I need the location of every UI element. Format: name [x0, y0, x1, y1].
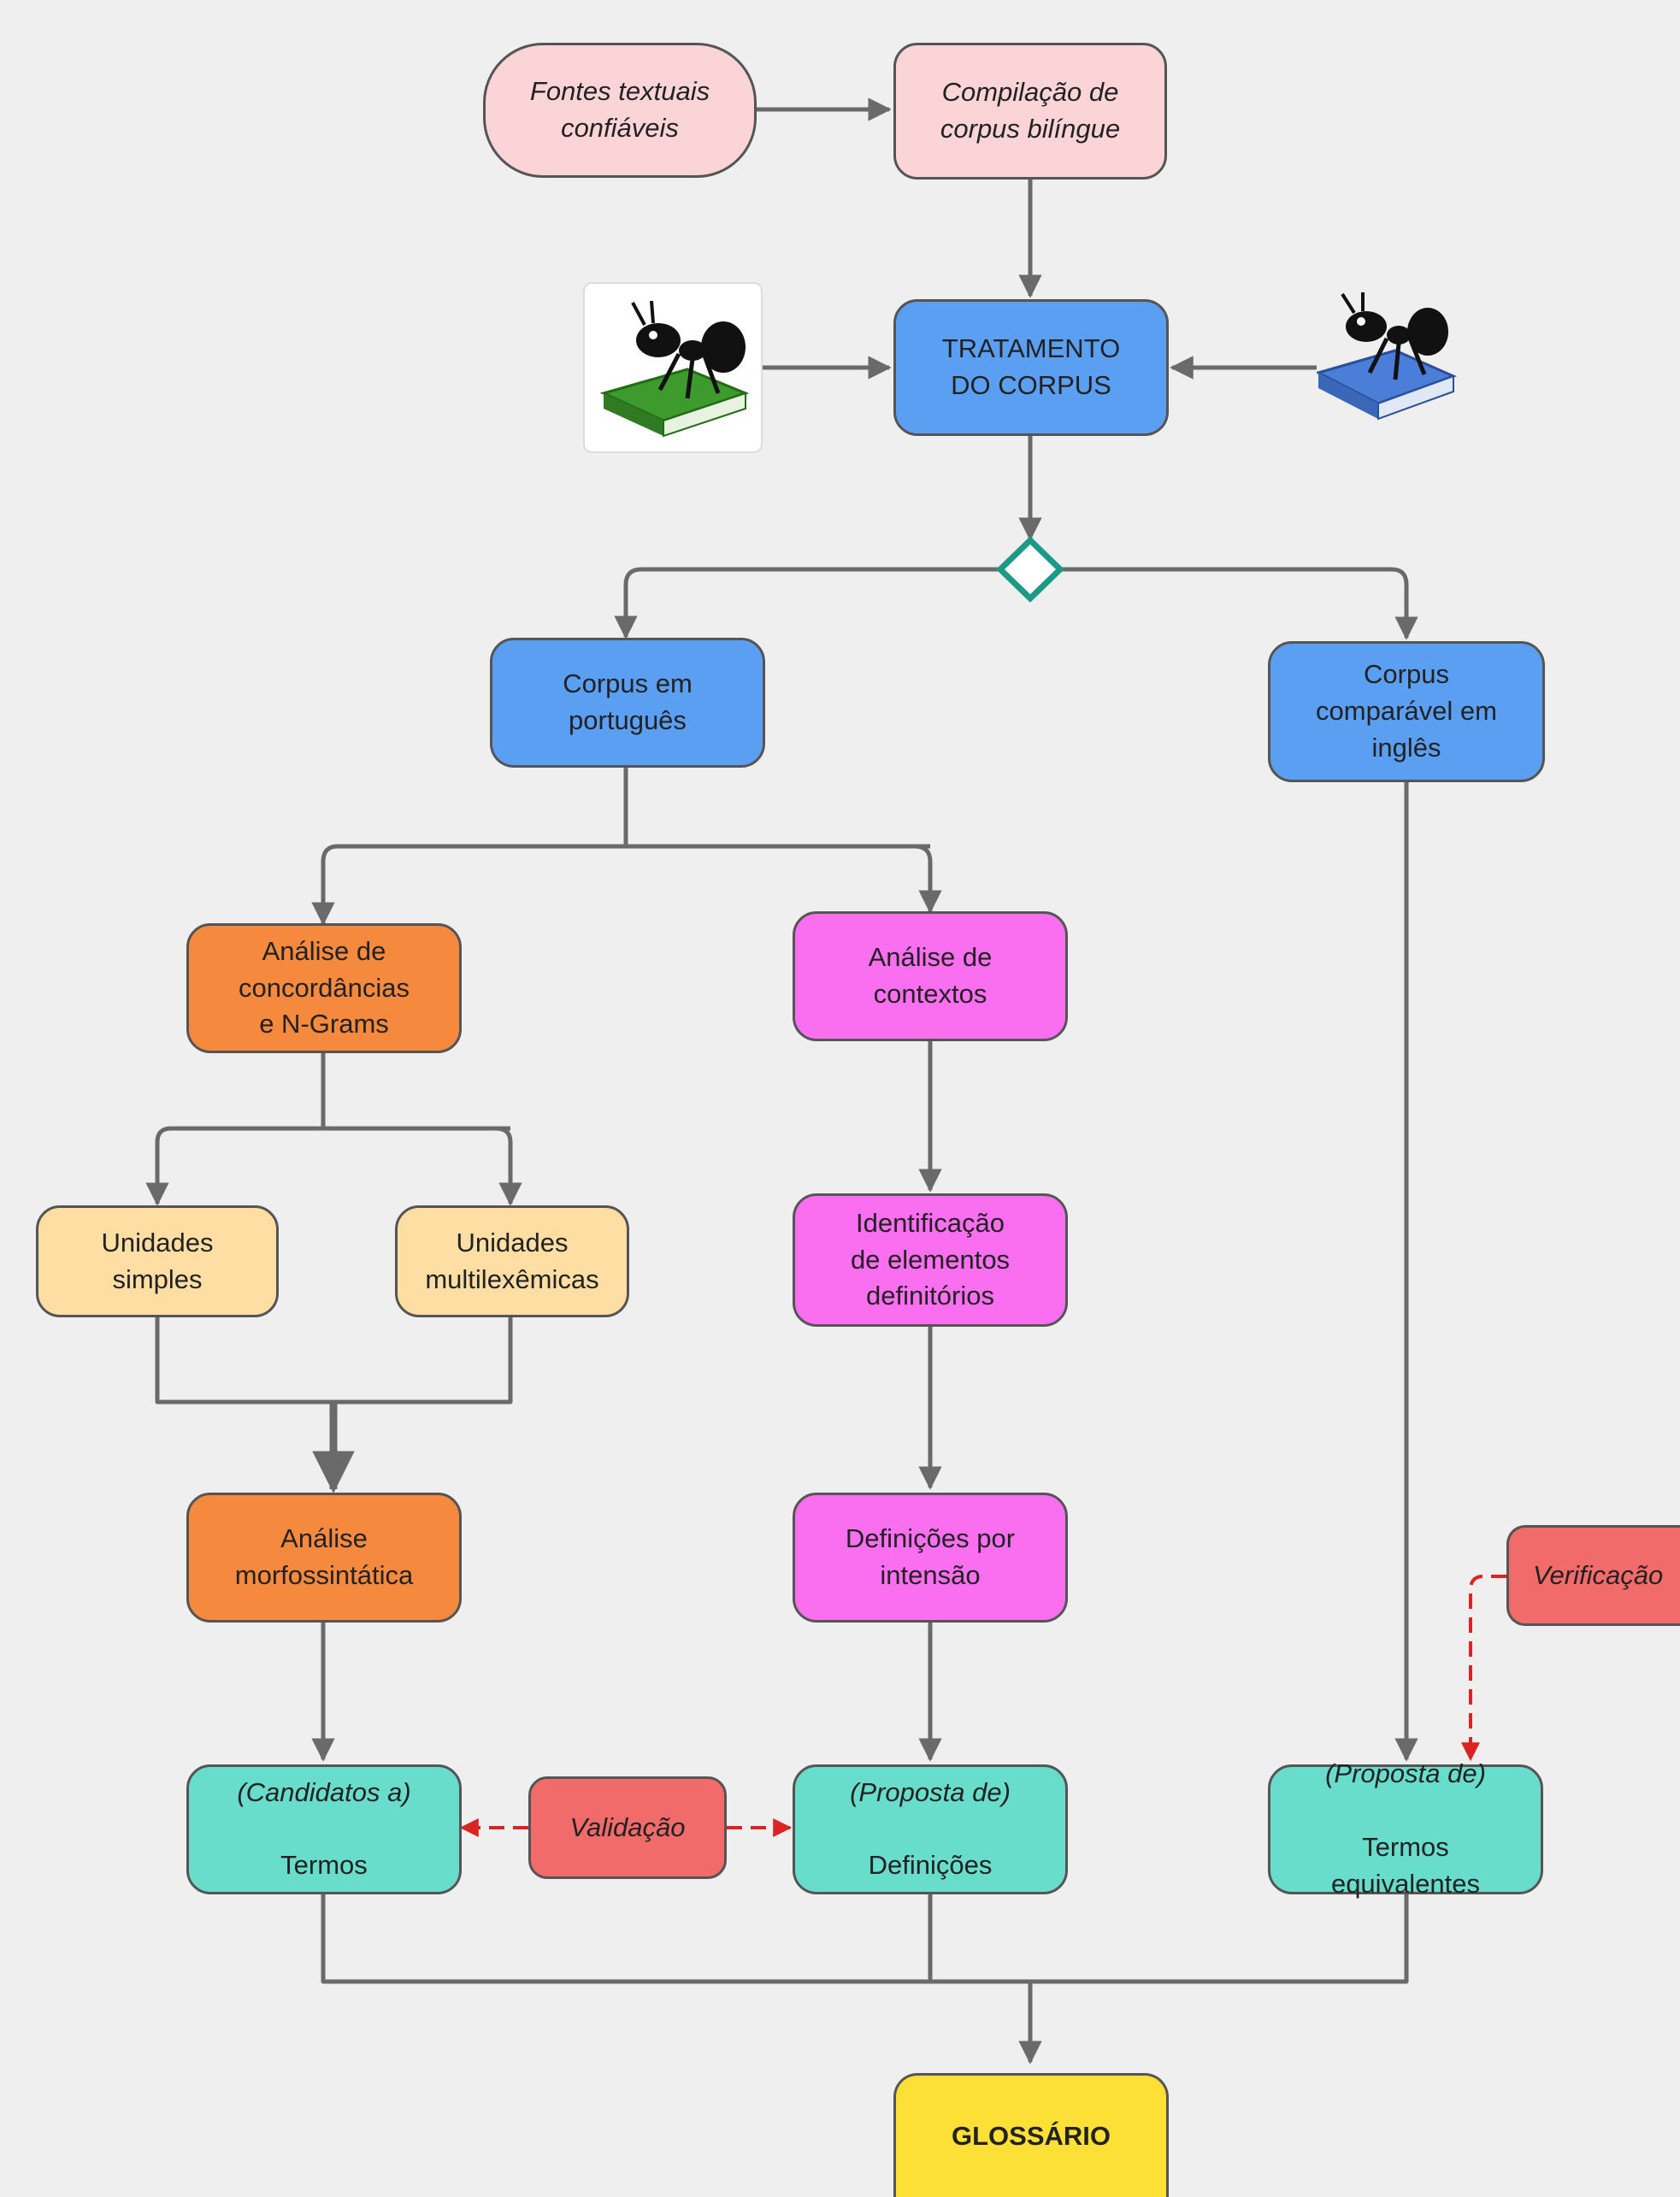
proposta-definicoes-prefix: (Proposta de)	[850, 1776, 1011, 1807]
dashed-arrow-verificacao-equivalentes	[1461, 1575, 1506, 1762]
node-identificacao-elementos: Identificação de elementos definitórios	[793, 1193, 1068, 1327]
proposta-equivalentes-prefix: (Proposta de)	[1325, 1758, 1486, 1789]
node-proposta-definicoes: (Proposta de) Definições	[793, 1764, 1068, 1894]
node-verificacao: Verificação	[1506, 1525, 1680, 1626]
node-unidades-multilexemicas: Unidades multilexêmicas	[395, 1205, 629, 1317]
node-corpus-ingles: Corpus comparável em inglês	[1268, 641, 1545, 782]
node-definicoes-intensao: Definições por intensão	[793, 1493, 1068, 1623]
left-tool-tile	[583, 282, 763, 453]
join-outputs	[321, 1894, 1409, 1984]
join-unidades	[155, 1317, 513, 1405]
node-fontes-textuais: Fontes textuais confiáveis	[483, 43, 757, 178]
definicoes-label: Definições	[868, 1850, 993, 1881]
node-analise-contextos: Análise de contextos	[793, 911, 1068, 1041]
arrow-decision-corpus-pt	[614, 567, 1000, 639]
node-glossario: GLOSSÁRIO	[893, 2073, 1169, 2197]
arrow-decision-corpus-en	[1060, 567, 1418, 640]
node-validacao: Validação	[528, 1776, 727, 1879]
node-candidatos-termos: (Candidatos a) Termos	[186, 1764, 462, 1894]
arrow-to-unidades-simples	[145, 1126, 510, 1206]
termos-label: Termos	[280, 1850, 368, 1881]
node-compilacao-corpus: Compilação de corpus bilíngue	[893, 43, 1167, 180]
arrow-to-concordancias	[311, 844, 930, 926]
ant-on-blue-book-icon	[1317, 292, 1458, 421]
node-analise-morfossintatica: Análise morfossintática	[186, 1493, 462, 1623]
ant-on-green-book-icon	[599, 300, 750, 438]
node-analise-concordancias: Análise de concordâncias e N-Grams	[186, 923, 462, 1053]
candidatos-prefix: (Candidatos a)	[237, 1776, 411, 1807]
node-tratamento-corpus: TRATAMENTO DO CORPUS	[893, 299, 1169, 436]
arrow-to-contextos	[914, 844, 942, 914]
node-unidades-simples: Unidades simples	[36, 1205, 279, 1317]
node-termos-equivalentes: (Proposta de) Termos equivalentes	[1268, 1758, 1543, 1899]
decision-diamond	[995, 536, 1065, 603]
node-corpus-portugues: Corpus em português	[490, 638, 765, 768]
termos-equivalentes-label: Termos equivalentes	[1330, 1832, 1481, 1899]
arrow-to-unidades-multi	[495, 1126, 522, 1206]
